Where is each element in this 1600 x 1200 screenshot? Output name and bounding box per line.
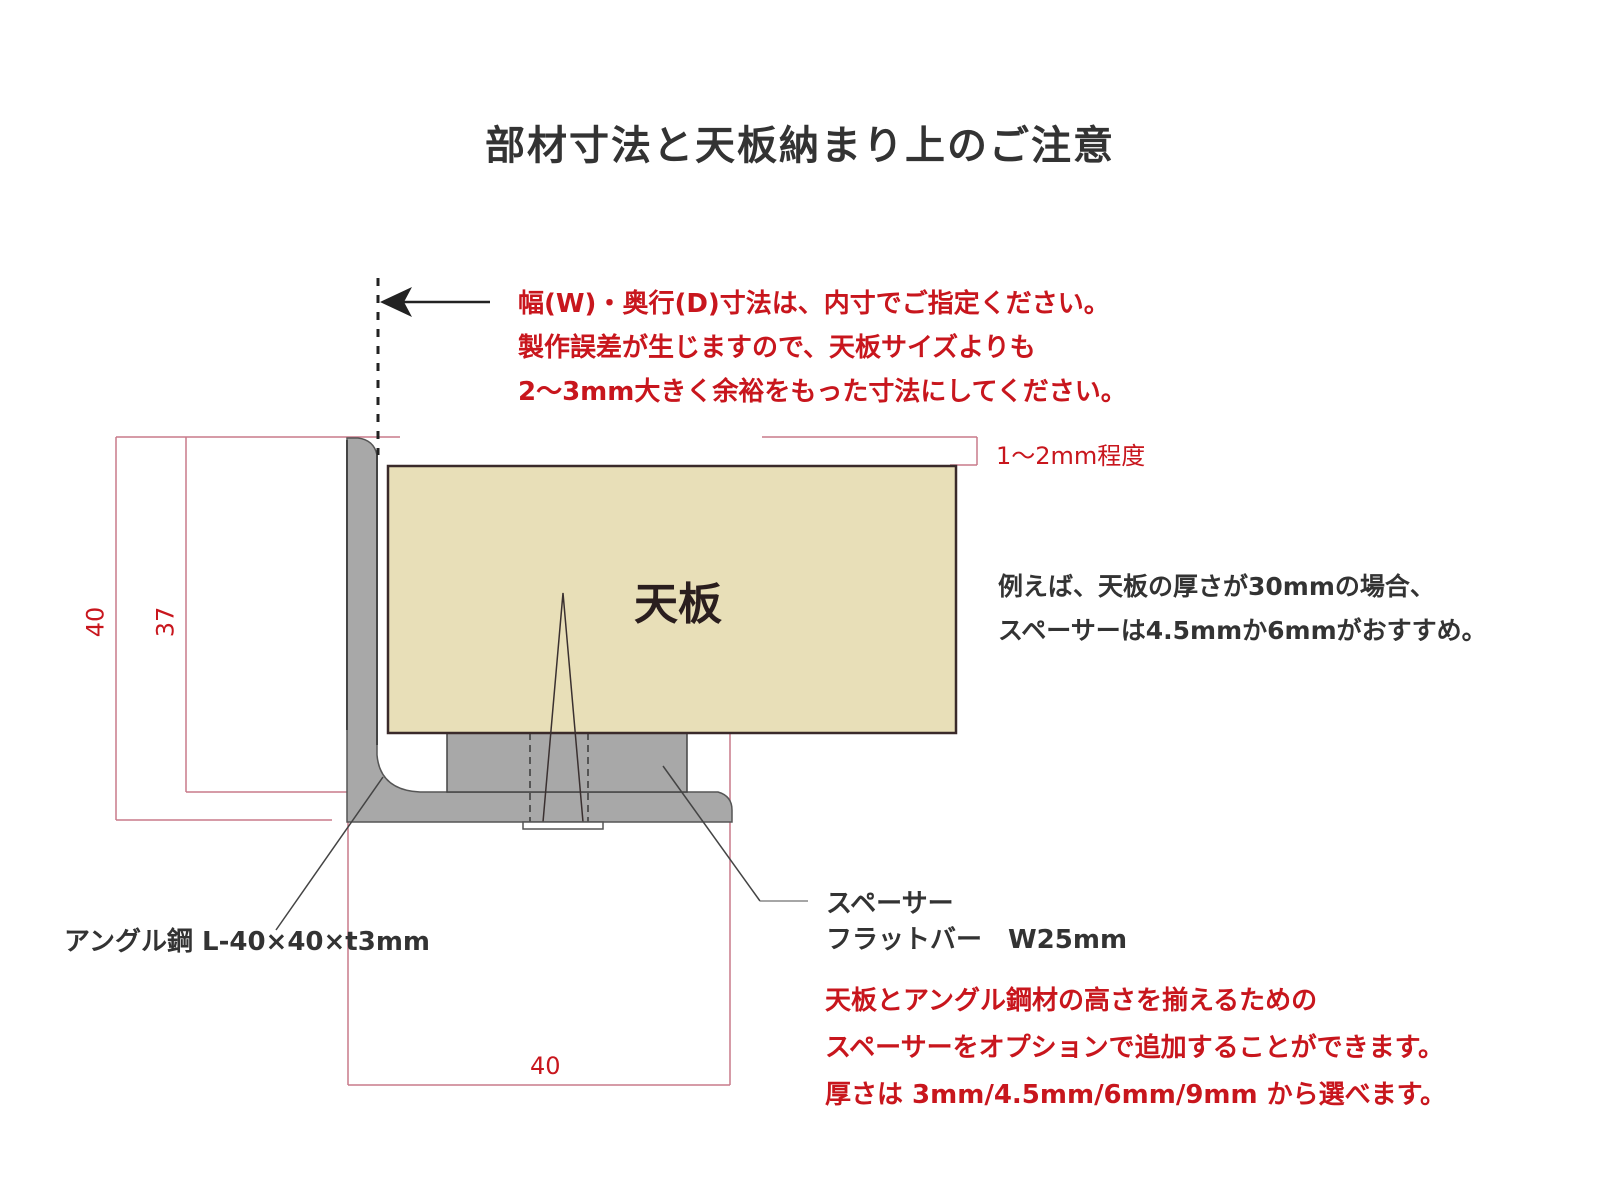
thickness-example-note: 例えば、天板の厚さが30mmの場合、 スペーサーは4.5mmか6mmがおすすめ。 (998, 565, 1487, 653)
spacer-label: スペーサー フラットバー W25mm (826, 886, 1127, 958)
note-line: 幅(W)・奥行(D)寸法は、内寸でご指定ください。 (518, 289, 1110, 319)
angle-steel-label: アングル鋼 L-40×40×t3mm (64, 927, 431, 957)
note-line: 例えば、天板の厚さが30mmの場合、 (998, 572, 1435, 601)
angle-steel-shape (346, 437, 733, 823)
note-line: 製作誤差が生じますので、天板サイズよりも (518, 333, 1036, 363)
spacer-label-line: スペーサー (826, 889, 954, 919)
note-line: スペーサーは4.5mmか6mmがおすすめ。 (998, 616, 1487, 645)
spacer-label-line: フラットバー W25mm (826, 925, 1128, 955)
note-line: 2～3mm大きく余裕をもった寸法にしてください。 (518, 377, 1127, 407)
gap-note: 1～2mm程度 (996, 442, 1146, 470)
angle-leader-line (275, 776, 384, 931)
dimension-lines (115, 436, 978, 1086)
note-line: スペーサーをオプションで追加することができます。 (825, 1033, 1445, 1063)
spacer-flat-bar (446, 732, 688, 793)
spacer-leader-line (662, 765, 761, 902)
screw-icon (522, 592, 604, 830)
note-line: 厚さは 3mm/4.5mm/6mm/9mm から選べます。 (825, 1080, 1447, 1110)
inner-height-dimension: 37 (151, 606, 180, 638)
note-line: 天板とアングル鋼材の高さを揃えるための (825, 986, 1318, 1016)
spacer-option-note: 天板とアングル鋼材の高さを揃えるための スペーサーをオプションで追加することがで… (825, 978, 1446, 1119)
tabletop-label: 天板 (634, 579, 722, 630)
inner-dimension-note: 幅(W)・奥行(D)寸法は、内寸でご指定ください。 製作誤差が生じますので、天板… (518, 282, 1127, 414)
page-title: 部材寸法と天板納まり上のご注意 (485, 123, 1115, 169)
tabletop-shape (386, 464, 958, 735)
bottom-width-dimension: 40 (530, 1052, 561, 1080)
outer-height-dimension: 40 (81, 606, 110, 638)
arrow-left-icon (380, 287, 490, 317)
